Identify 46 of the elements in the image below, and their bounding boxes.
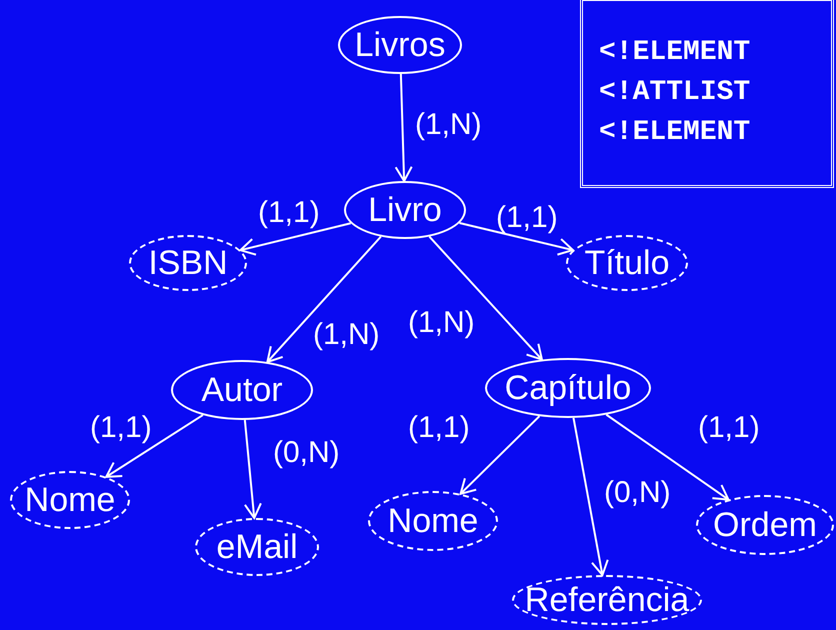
attribute-ellipse <box>368 491 498 551</box>
element-ellipse <box>485 358 651 418</box>
arrow <box>459 222 574 256</box>
node-label: eMail <box>216 530 298 564</box>
node-label: Livros <box>354 28 446 62</box>
element-ellipse <box>338 16 462 74</box>
attribute-ellipse <box>129 235 247 291</box>
cardinality-label: (1,N) <box>313 320 380 350</box>
attribute-ellipse <box>195 518 319 576</box>
arrow <box>606 414 730 501</box>
node-label: ISBN <box>148 246 228 280</box>
attribute-ellipse <box>566 235 688 291</box>
attribute-ellipse <box>696 495 834 555</box>
arrow <box>428 236 543 361</box>
node-label: Capítulo <box>504 371 632 405</box>
cardinality-label: (0,N) <box>273 438 340 468</box>
cardinality-label: (1,N) <box>415 110 482 140</box>
node-label: Título <box>584 246 670 280</box>
arrow <box>460 415 540 495</box>
code-line: <!ELEMENT <box>599 39 752 67</box>
element-ellipse <box>344 181 466 239</box>
arrow <box>572 418 609 576</box>
cardinality-label: (1,1) <box>408 413 470 443</box>
node-label: Autor <box>201 373 283 407</box>
arrow <box>105 414 204 478</box>
cardinality-label: (0,N) <box>604 478 671 508</box>
cardinality-label: (1,N) <box>408 308 475 338</box>
node-label: Referência <box>524 583 690 617</box>
code-line: <!ATTLIST <box>599 79 752 107</box>
node-label: Nome <box>388 504 478 538</box>
cardinality-label: (1,1) <box>698 413 760 443</box>
code-panel <box>580 0 834 188</box>
arrow <box>239 222 351 256</box>
arrow <box>244 420 262 520</box>
attribute-ellipse <box>512 575 702 625</box>
cardinality-label: (1,1) <box>496 203 558 233</box>
node-label: Ordem <box>713 508 817 542</box>
element-ellipse <box>171 360 313 420</box>
arrow <box>266 236 382 363</box>
attribute-ellipse <box>10 471 130 529</box>
node-label: Nome <box>24 483 116 517</box>
cardinality-label: (1,1) <box>258 198 320 228</box>
cardinality-label: (1,1) <box>90 413 152 443</box>
arrow <box>394 74 413 182</box>
node-label: Livro <box>368 193 442 227</box>
code-line: <!ELEMENT <box>599 119 752 147</box>
